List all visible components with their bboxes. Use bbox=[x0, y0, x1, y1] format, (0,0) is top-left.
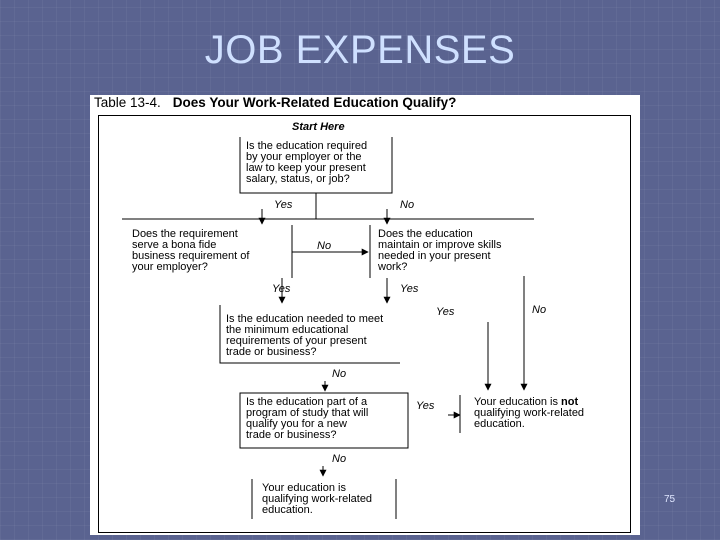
q3-yes-label: Yes bbox=[400, 283, 419, 295]
result-yes-box bbox=[251, 479, 397, 519]
q4-no-label: No bbox=[332, 368, 347, 380]
result-not-rest: qualifying work-related education. bbox=[474, 407, 585, 430]
table-title: Does Your Work-Related Education Qualify… bbox=[172, 95, 457, 110]
q1-no-label: No bbox=[400, 199, 415, 211]
q3-question: Does the education maintain or improve s… bbox=[378, 228, 502, 273]
q4-question: Is the education needed to meet the mini… bbox=[226, 313, 384, 358]
q1-question: Is the education required by your employ… bbox=[246, 140, 368, 185]
slide-title: JOB EXPENSES bbox=[204, 28, 516, 72]
result-not-emphasis: not bbox=[561, 396, 579, 408]
q4-yes-label: Yes bbox=[436, 306, 455, 318]
page-number: 75 bbox=[664, 494, 676, 505]
q2-yes-label: Yes bbox=[272, 283, 291, 295]
q5-yes-label: Yes bbox=[416, 400, 435, 412]
flowchart-frame bbox=[98, 115, 631, 533]
result-qualifying: Your education is qualifying work-relate… bbox=[262, 482, 373, 516]
start-here-label: Start Here bbox=[292, 121, 345, 133]
q1-yes-label: Yes bbox=[274, 199, 293, 211]
flowchart-figure: Table 13-4. Does Your Work-Related Educat… bbox=[90, 95, 640, 535]
q2-no-label: No bbox=[317, 240, 332, 252]
flowchart-connectors bbox=[122, 137, 534, 519]
q5-box bbox=[239, 392, 409, 449]
table-number: Table 13-4. bbox=[94, 95, 161, 110]
q2-question: Does the requirement serve a bona fide b… bbox=[132, 228, 250, 273]
result-not-prefix: Your education is bbox=[474, 396, 562, 408]
q4-box bbox=[219, 305, 400, 364]
table-caption: Table 13-4. Does Your Work-Related Educat… bbox=[94, 95, 456, 110]
q3-no-label: No bbox=[532, 304, 547, 316]
q5-no-label: No bbox=[332, 453, 347, 465]
result-not-qualifying: Your education is not qualifying work-re… bbox=[474, 397, 584, 430]
q5-question: Is the education part of a program of st… bbox=[246, 396, 369, 441]
